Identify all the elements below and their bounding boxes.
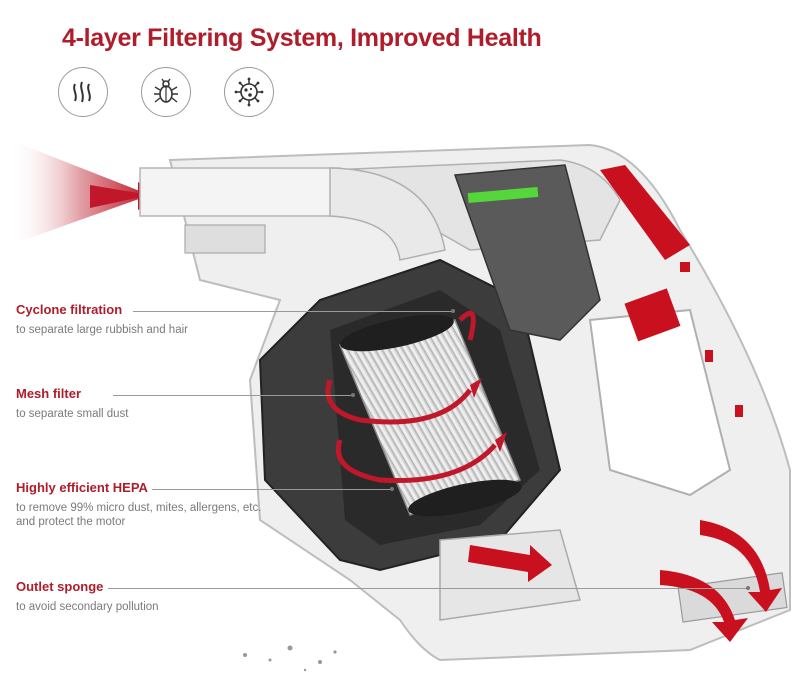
cyclone-swirl-arrows xyxy=(325,310,497,484)
bacteria-germ-icon xyxy=(224,67,274,117)
handle-motor-compartment xyxy=(453,164,732,497)
leader-hepa xyxy=(152,487,394,491)
leader-outlet xyxy=(108,586,750,590)
page-title: 4-layer Filtering System, Improved Healt… xyxy=(62,24,542,52)
callout-desc-line2: and protect the motor xyxy=(16,516,126,528)
callout-desc: to separate large rubbish and hair xyxy=(16,324,188,336)
leader-cyclone xyxy=(133,309,455,313)
callout-hepa: Highly efficient HEPA to remove 99% micr… xyxy=(16,480,261,529)
leader-mesh xyxy=(113,393,355,397)
callout-label: Cyclone filtration xyxy=(16,302,123,317)
callout-cyclone-filtration: Cyclone filtration to separate large rub… xyxy=(16,302,188,337)
feature-icon-row xyxy=(58,67,274,117)
callout-desc: to avoid secondary pollution xyxy=(16,601,159,613)
callout-label: Mesh filter xyxy=(16,386,82,401)
callout-label: Highly efficient HEPA xyxy=(16,480,148,495)
inlet-tube xyxy=(139,167,446,261)
hair-icon xyxy=(58,67,108,117)
dust-particles xyxy=(243,645,337,672)
mite-bug-icon xyxy=(141,67,191,117)
callout-label: Outlet sponge xyxy=(16,579,104,594)
airflow-in-arrow xyxy=(10,140,162,245)
red-trigger-parts xyxy=(600,165,743,417)
callout-desc: to separate small dust xyxy=(16,408,129,420)
callout-desc-line1: to remove 99% micro dust, mites, allerge… xyxy=(16,502,262,514)
callout-outlet-sponge: Outlet sponge to avoid secondary polluti… xyxy=(16,579,159,614)
callout-mesh-filter: Mesh filter to separate small dust xyxy=(16,386,129,421)
